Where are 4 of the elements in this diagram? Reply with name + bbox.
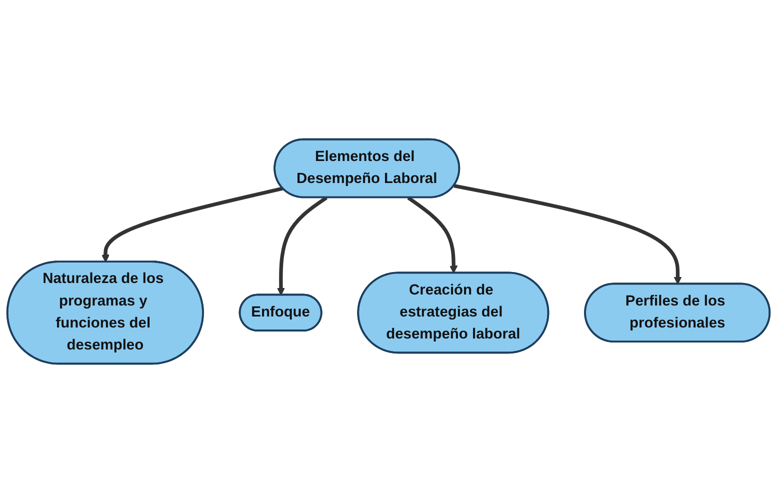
arrow [407, 196, 458, 274]
arrow [101, 186, 284, 262]
arrow [276, 196, 328, 296]
arrow [454, 184, 682, 285]
